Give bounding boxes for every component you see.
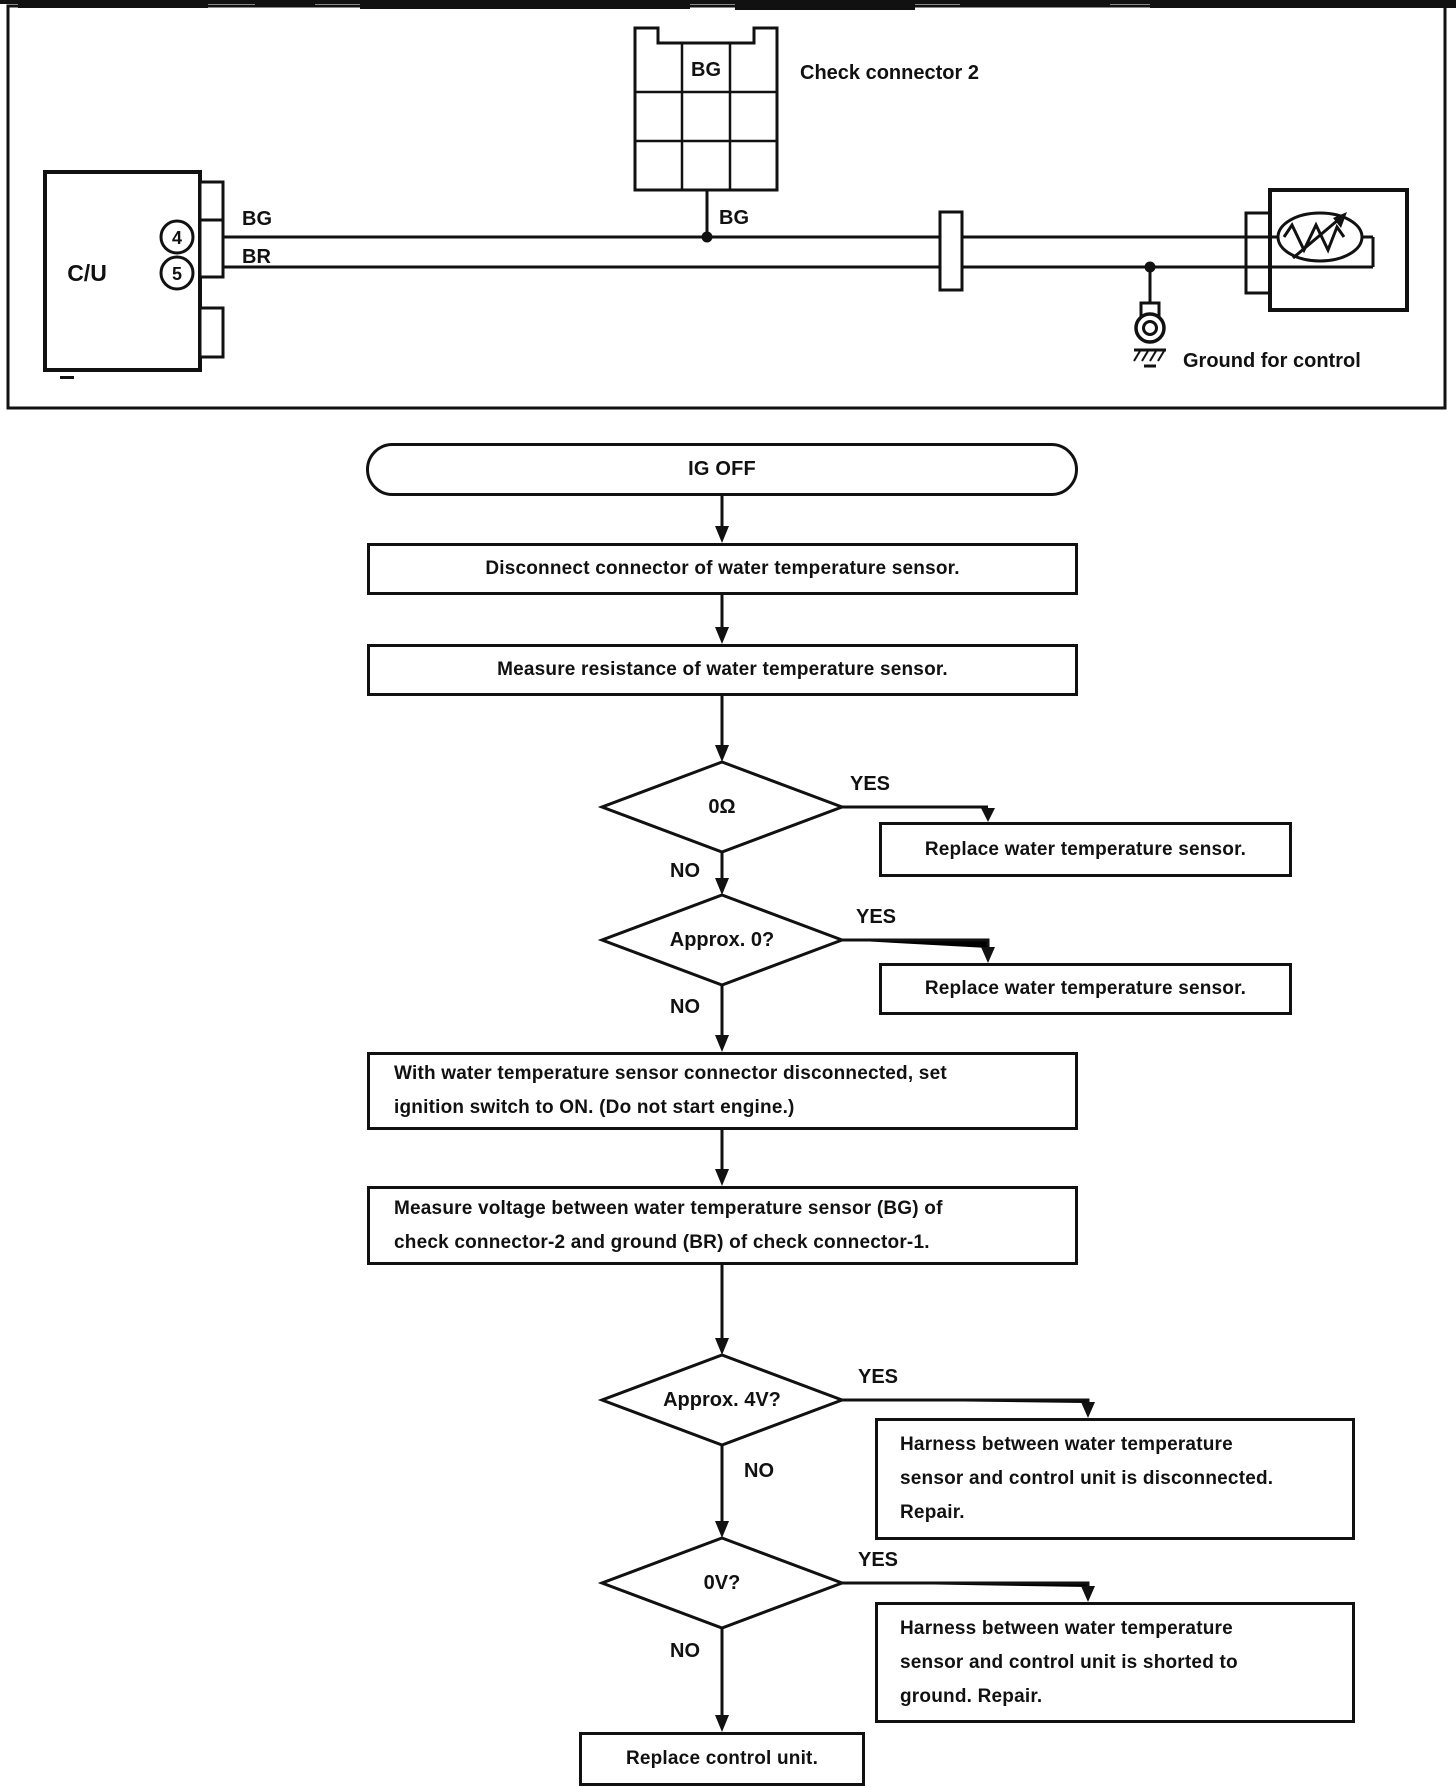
result-replace-control-unit: Replace control unit.	[579, 1732, 865, 1786]
inline-connector	[938, 210, 964, 292]
step-ignition-on-line1: With water temperature sensor connector …	[394, 1063, 947, 1084]
decision-diamond-4	[597, 1536, 847, 1630]
result-harness-disconnected-line3: Repair.	[900, 1502, 965, 1523]
connector-tab	[198, 180, 225, 222]
step-measure-resistance: Measure resistance of water temperature …	[367, 644, 1078, 696]
stray-mark	[60, 376, 74, 379]
result-harness-shorted-line1: Harness between water temperature	[900, 1617, 1233, 1639]
result-replace-sensor-2: Replace water temperature sensor.	[879, 963, 1292, 1015]
decision-diamonds	[597, 760, 847, 1630]
step-measure-voltage: Measure voltage between water temperatur…	[367, 1186, 1078, 1265]
wire-bg-label: BG	[242, 208, 272, 230]
ground-symbol: Ground for control	[1133, 261, 1361, 372]
result-harness-disconnected-line1: Harness between water temperature	[900, 1434, 1233, 1455]
check-connector-cell-label: BG	[691, 59, 721, 81]
result-harness-disconnected-line2: sensor and control unit is disconnected.	[900, 1468, 1274, 1489]
result-harness-disconnected: Harness between water temperature sensor…	[875, 1418, 1355, 1540]
connector-tab	[198, 218, 225, 279]
result-harness-shorted-line3: ground. Repair.	[900, 1685, 1043, 1707]
yes-label-2: YES	[856, 906, 897, 928]
sensor-connector-tab	[1244, 211, 1272, 295]
no-label-1: NO	[670, 860, 700, 882]
wiring-diagram-border	[6, 4, 1447, 410]
step-ignition-on: With water temperature sensor connector …	[367, 1052, 1078, 1130]
control-unit: C/U 4 5 BG BR	[43, 170, 272, 372]
check-connector-wire-label: BG	[719, 207, 749, 229]
control-unit-label: C/U	[67, 260, 107, 286]
wire-junction-dot	[701, 231, 713, 243]
step-disconnect-connector: Disconnect connector of water temperatur…	[367, 543, 1078, 595]
decision-approx-zero-label: Approx. 0?	[669, 928, 775, 951]
yes-label-4: YES	[858, 1549, 899, 1571]
decision-diamond-3	[597, 1353, 847, 1447]
check-connector-2: BG Check connector 2 BG	[633, 26, 979, 243]
pin-5-label: 5	[172, 264, 182, 284]
step-ignition-on-line2: ignition switch to ON. (Do not start eng…	[394, 1097, 795, 1118]
pin-4-circle	[159, 219, 195, 255]
pin-5-circle	[159, 255, 195, 291]
yes-label-3: YES	[858, 1366, 899, 1388]
decision-zero-volt-label: 0V?	[703, 1571, 741, 1594]
decision-diamond-2	[597, 893, 847, 987]
connector-tab	[198, 306, 225, 359]
no-label-3: NO	[744, 1460, 774, 1482]
wire-br	[223, 237, 1375, 269]
result-harness-shorted: Harness between water temperature sensor…	[875, 1602, 1355, 1723]
result-harness-shorted-line2: sensor and control unit is shorted to	[900, 1651, 1238, 1673]
step-measure-voltage-line1: Measure voltage between water temperatur…	[394, 1197, 943, 1219]
thermistor-icon	[1282, 212, 1347, 260]
flowchart-connectors	[715, 495, 1095, 1732]
water-temp-sensor	[1244, 188, 1409, 312]
wiring-diagram: C/U 4 5 BG BR BG Check connector 2 BG	[6, 4, 1447, 410]
result-replace-sensor-1: Replace water temperature sensor.	[879, 822, 1292, 877]
decision-approx-4v-label: Approx. 4V?	[663, 1388, 781, 1411]
step-measure-voltage-line2: check connector-2 and ground (BR) of che…	[394, 1231, 930, 1253]
decision-diamond-1	[597, 760, 847, 854]
no-label-4: NO	[670, 1640, 700, 1662]
no-label-2: NO	[670, 996, 700, 1018]
start-terminator: IG OFF	[366, 443, 1078, 496]
ground-caption: Ground for control	[1183, 350, 1361, 372]
decision-zero-ohm-label: 0Ω	[708, 795, 736, 818]
check-connector-caption: Check connector 2	[800, 62, 979, 84]
wire-br-label: BR	[242, 246, 271, 268]
yes-label-1: YES	[850, 773, 891, 795]
pin-4-label: 4	[172, 228, 182, 248]
